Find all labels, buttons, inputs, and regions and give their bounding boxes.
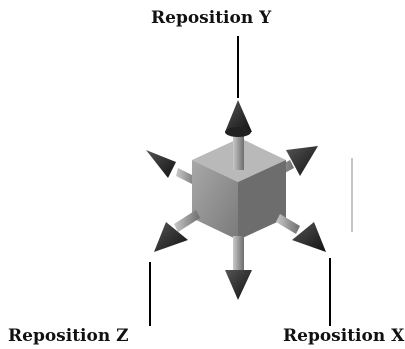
arrow-back-left — [146, 150, 198, 186]
arrow-x — [276, 214, 326, 252]
arrow-y-up — [225, 100, 252, 170]
center-cube — [192, 138, 286, 240]
arrow-z — [154, 210, 200, 252]
label-reposition-y: Reposition Y — [151, 8, 272, 28]
arrow-down — [225, 236, 252, 300]
label-reposition-x: Reposition X — [283, 326, 405, 346]
label-reposition-z: Reposition Z — [8, 326, 129, 346]
